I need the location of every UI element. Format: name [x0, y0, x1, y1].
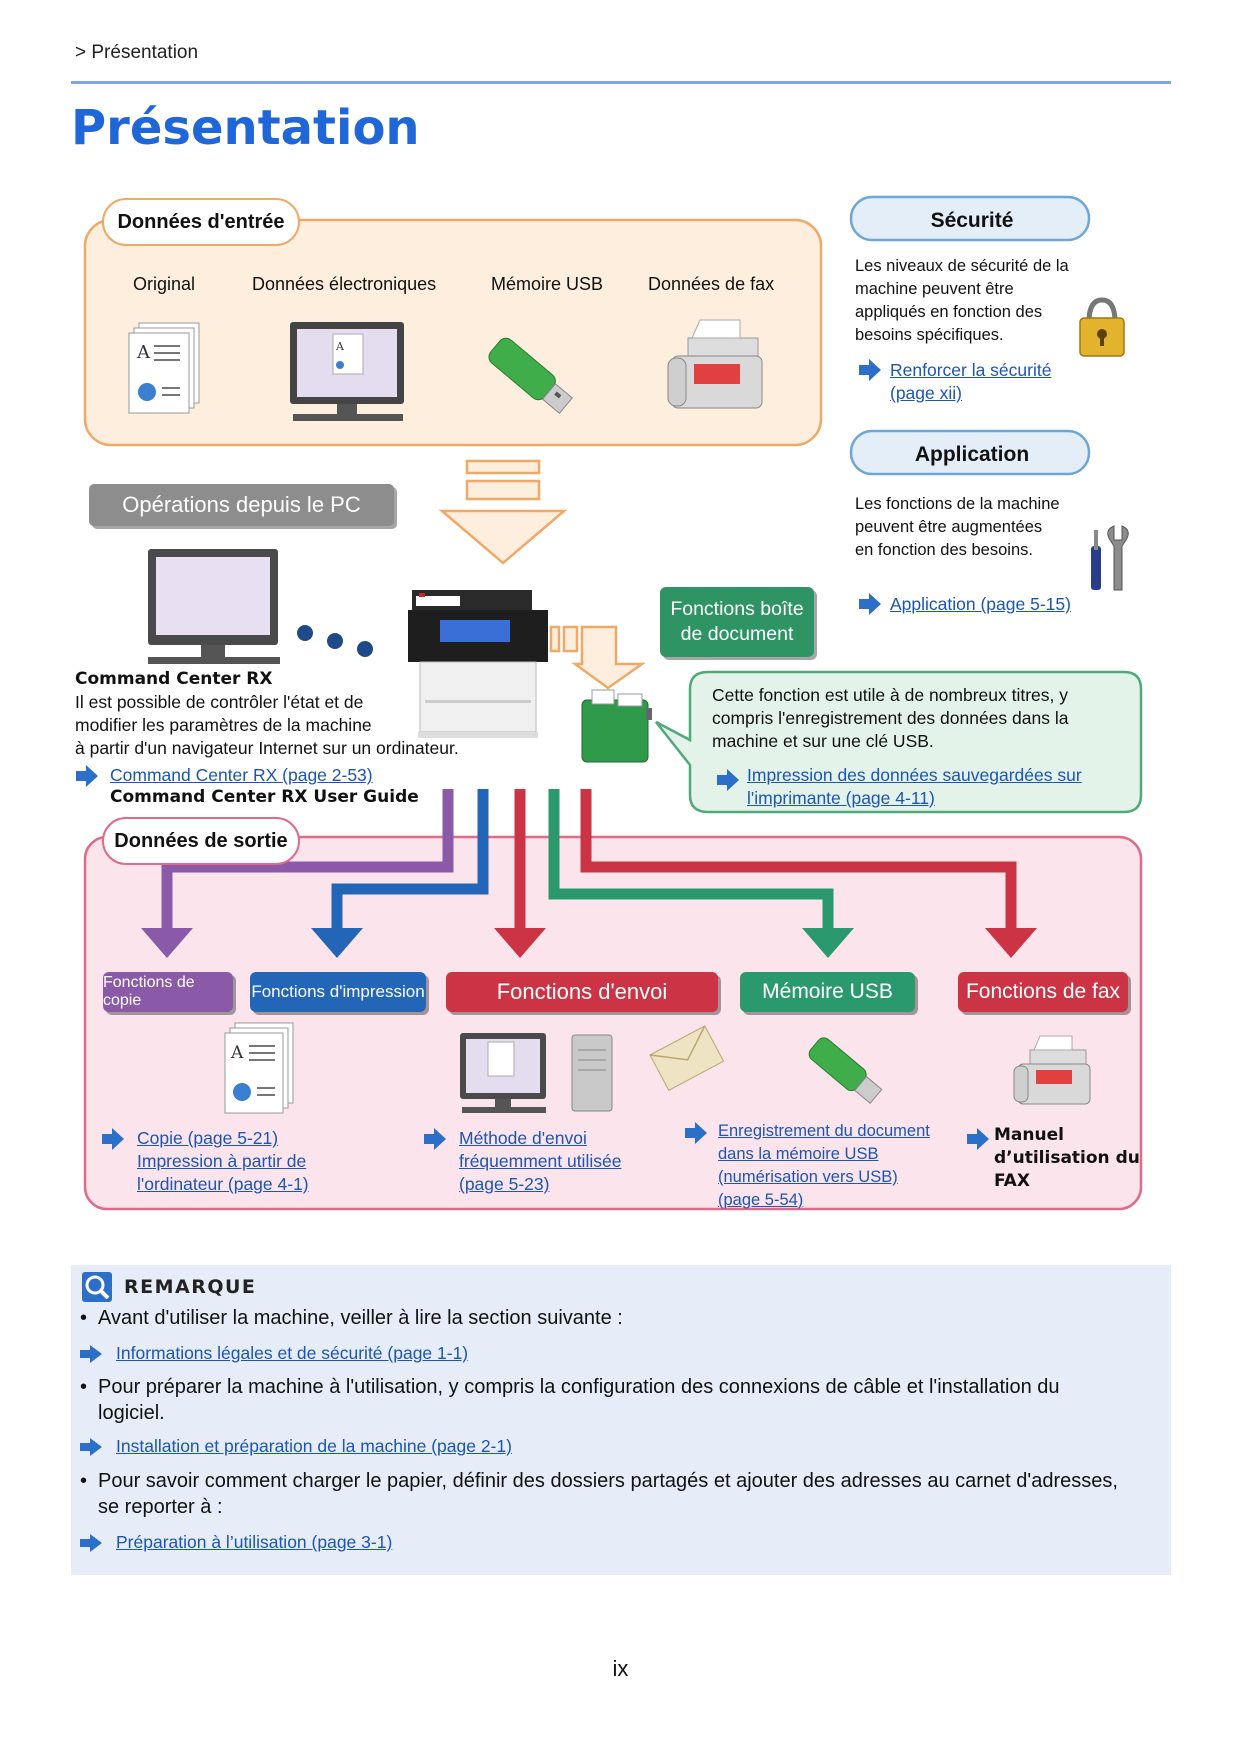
command-center-heading: Command Center RX: [75, 669, 273, 689]
input-area-box: [83, 218, 823, 447]
note-box: [71, 1265, 1171, 1575]
page-title: Présentation: [71, 100, 420, 156]
tools-icon: [1091, 525, 1129, 591]
application-title: Application: [914, 443, 1030, 466]
input-data-label: Données d'entrée: [102, 198, 300, 246]
page-number: ix: [612, 1656, 629, 1681]
usb-stick-icon: [488, 337, 573, 414]
overview-diagram: A A: [76, 195, 1143, 1211]
input-label-text: Données d'entrée: [117, 210, 285, 233]
copy-functions-button[interactable]: Fonctions de copie: [103, 972, 233, 1012]
note-text-1: Avant d'utiliser la machine, veiller à l…: [98, 1307, 623, 1329]
breadcrumb[interactable]: > Présentation: [75, 42, 199, 63]
note-bullet-3: •: [80, 1470, 88, 1492]
input-original: Original: [133, 274, 196, 294]
fax-machine-icon: [667, 319, 763, 409]
send-links[interactable]: Méthode d'envoi fréquemment utilisée (pa…: [459, 1128, 622, 1194]
command-center-guide: Command Center RX User Guide: [110, 787, 419, 807]
note-text-3: Pour savoir comment charger le papier, d…: [98, 1470, 1118, 1518]
input-usb-memory: Mémoire USB: [491, 274, 604, 294]
fax-arrow: [580, 789, 1017, 930]
docbox-description: Cette fonction est utile à de nombreux t…: [712, 685, 1069, 751]
svg-text:A: A: [230, 1043, 244, 1063]
copy-links[interactable]: Copie (page 5-21)Impression à partir de …: [137, 1128, 309, 1194]
link-arrow-icon: [80, 1345, 102, 1363]
docbox-bubble: [655, 670, 1143, 814]
svg-text:A: A: [136, 342, 151, 363]
print-functions-button[interactable]: Fonctions d'impression: [250, 972, 426, 1012]
original-document-icon: A: [128, 322, 200, 414]
fax-functions-button[interactable]: Fonctions de fax: [958, 972, 1128, 1012]
note-bullet-1: •: [80, 1307, 88, 1329]
application-link[interactable]: Application (page 5-15): [890, 594, 1071, 614]
output-fax-icon: [1013, 1035, 1091, 1105]
docbox-link[interactable]: Impression des données sauvegardées sur …: [747, 765, 1082, 808]
command-center-description: Il est possible de contrôler l'état et d…: [75, 692, 459, 758]
note-link-3[interactable]: Préparation à l’utilisation (page 3-1): [116, 1532, 393, 1552]
output-document-icon: A: [224, 1022, 294, 1114]
print-arrow: [331, 789, 489, 930]
output-usb-icon: [808, 1037, 883, 1104]
copy-arrow: [161, 789, 454, 930]
security-link[interactable]: Renforcer la sécurité (page xii): [890, 360, 1052, 403]
security-title: Sécurité: [930, 209, 1014, 232]
usb-arrow: [548, 789, 834, 930]
multifunction-printer-icon: [408, 590, 548, 738]
input-fax-data: Données de fax: [648, 274, 775, 294]
pc-monitor-icon: [148, 549, 373, 664]
svg-text:A: A: [335, 340, 345, 353]
server-icon: [571, 1034, 613, 1112]
usb-memory-button[interactable]: Mémoire USB: [740, 972, 915, 1012]
output-data-label: Données de sortie: [102, 817, 300, 865]
pc-operations-label: Opérations depuis le PC: [89, 484, 394, 526]
command-center-link[interactable]: Command Center RX (page 2-53): [110, 765, 373, 785]
envelope-icon: [649, 1025, 725, 1091]
input-down-arrow: [438, 459, 568, 565]
note-icon: [82, 1272, 112, 1302]
note-link-2[interactable]: Installation et préparation de la machin…: [116, 1436, 512, 1456]
note-link-1[interactable]: Informations légales et de sécurité (pag…: [116, 1343, 469, 1363]
padlock-icon: [1079, 297, 1125, 357]
note-text-2: Pour préparer la machine à l'utilisation…: [98, 1376, 1060, 1424]
docbox-arrow: [549, 625, 646, 690]
usb-links[interactable]: Enregistrement du document dans la mémoi…: [718, 1122, 930, 1209]
send-monitor-icon: [460, 1033, 546, 1113]
note-title: REMARQUE: [124, 1276, 257, 1298]
electronic-data-monitor-icon: A: [290, 322, 404, 421]
header-divider: [71, 81, 1171, 84]
security-pill-bg: [849, 195, 1091, 242]
application-pill-bg: [849, 429, 1091, 476]
link-arrow-icon: [80, 1438, 102, 1456]
send-functions-button[interactable]: Fonctions d'envoi: [446, 972, 718, 1012]
note-bullet-2: •: [80, 1376, 88, 1398]
document-box-icon: [581, 689, 652, 763]
link-arrow-icon: [80, 1534, 102, 1552]
input-electronic-data: Données électroniques: [252, 274, 437, 294]
